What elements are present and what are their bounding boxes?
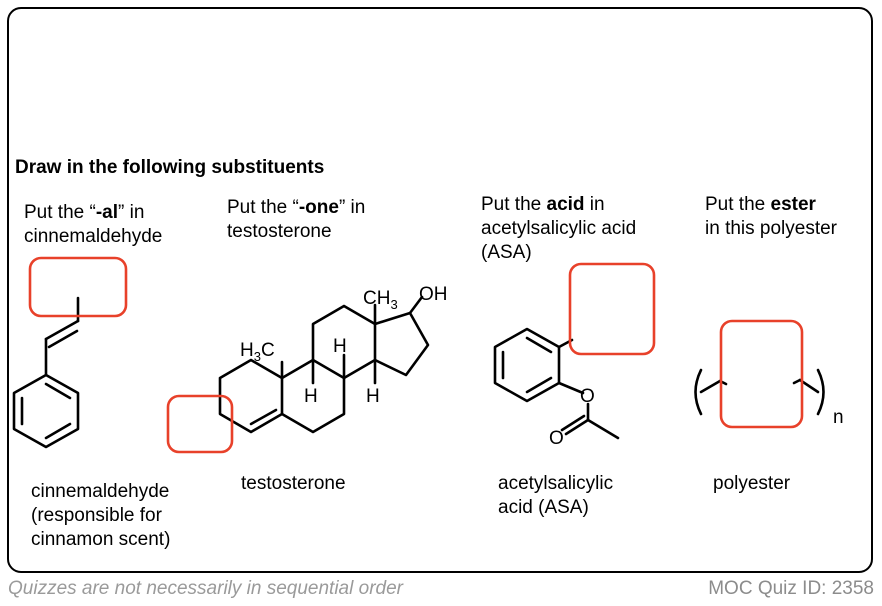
prompt-asa: Put the acid in acetylsalicylic acid (AS… <box>481 194 637 263</box>
answer-box-ester[interactable] <box>719 319 804 429</box>
prompt-polyester: Put the ester in this polyester <box>705 194 838 239</box>
answer-box-acid[interactable] <box>568 262 656 356</box>
quiz-heading: Draw in the following substituents <box>15 157 325 178</box>
prompt-cinnemaldehyde: Put the “-al” in cinnemaldehyde <box>24 202 163 247</box>
answer-boxes <box>28 256 804 454</box>
carbonyl-o-label: O <box>549 428 564 449</box>
caption-testosterone: testosterone <box>241 473 346 494</box>
h-label-c9: H <box>304 386 318 407</box>
testosterone-structure <box>218 295 430 434</box>
atom-labels: CH3 OH H3C H H H O O n <box>240 284 844 449</box>
h-label-c14: H <box>366 386 380 407</box>
prompt-testosterone: Put the “-one” in testosterone <box>227 197 366 242</box>
answer-box-aldehyde[interactable] <box>28 256 128 318</box>
polyester-structure <box>694 368 825 416</box>
h3c-label: H3C <box>240 340 275 364</box>
repeat-n-label: n <box>833 407 844 428</box>
ch3-label: CH3 <box>363 288 398 312</box>
asa-structure <box>493 327 620 440</box>
oh-label: OH <box>419 284 448 305</box>
answer-box-ketone[interactable] <box>166 394 234 454</box>
cinnamaldehyde-structure <box>12 296 80 449</box>
footer-note: Quizzes are not necessarily in sequentia… <box>8 578 403 599</box>
ester-o-label: O <box>580 386 595 407</box>
caption-cinnemaldehyde: cinnemaldehyde (responsible for cinnamon… <box>31 481 171 550</box>
quiz-card <box>7 7 873 573</box>
caption-asa: acetylsalicylic acid (ASA) <box>498 473 614 518</box>
quiz-id: MOC Quiz ID: 2358 <box>708 578 874 599</box>
caption-polyester: polyester <box>713 473 791 494</box>
h-label-c8: H <box>333 336 347 357</box>
